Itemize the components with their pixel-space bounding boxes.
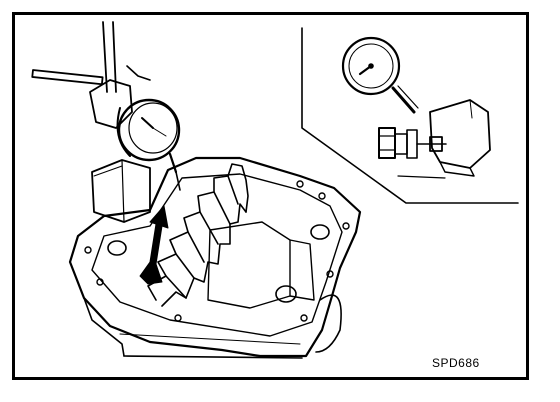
dial-indicator-icon (89, 65, 181, 191)
support-rods (31, 21, 117, 93)
differential-carrier-icon (68, 156, 362, 358)
figure-code-label: SPD686 (432, 356, 480, 370)
magnetic-base-icon (91, 159, 151, 223)
double-arrow-icon (139, 205, 169, 285)
housing-base (123, 355, 303, 359)
inset-panel (301, 27, 519, 204)
inset-dial-gauge-icon (341, 36, 419, 114)
figure-frame (12, 12, 529, 380)
inset-bolt-icon (378, 99, 491, 179)
ring-gear-icon (147, 163, 249, 307)
